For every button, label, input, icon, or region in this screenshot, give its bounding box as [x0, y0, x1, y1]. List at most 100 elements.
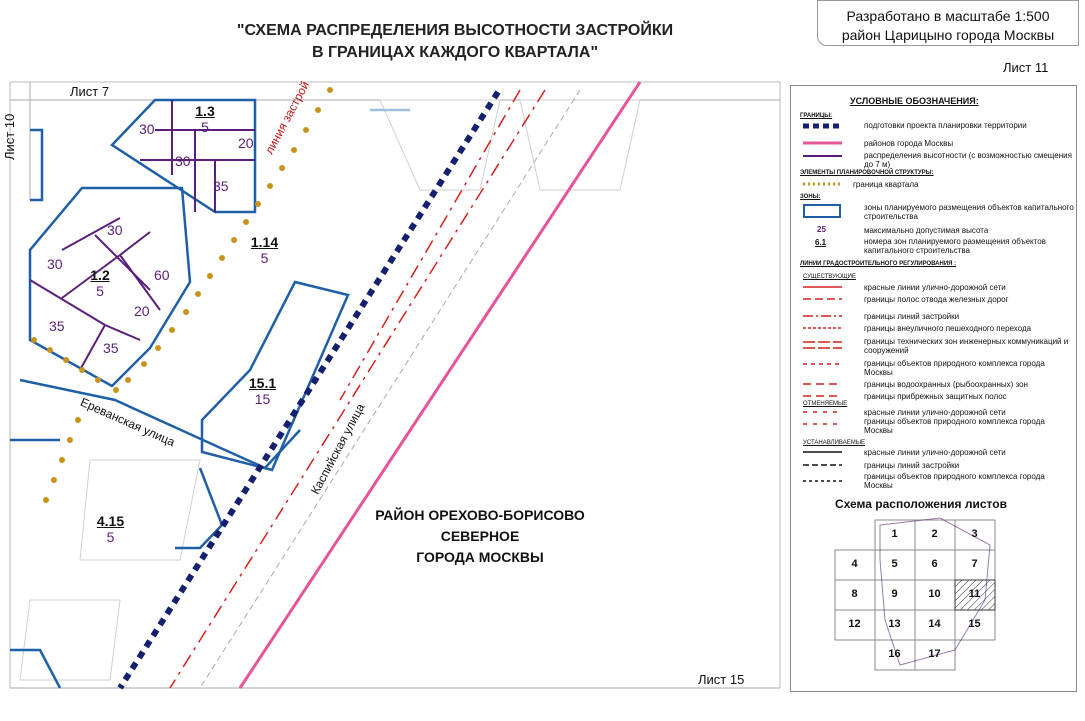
zone-left-fragment — [30, 128, 44, 202]
legend-item: границы водоохранных (рыбоохранных) зон — [864, 380, 1028, 389]
zone-height: 5 — [260, 250, 269, 266]
background-buildings — [19, 99, 641, 681]
zone-label-1-14: 1.14 5 — [242, 234, 287, 266]
zone-code: 4.15 — [96, 513, 125, 529]
sheet-cell[interactable]: 14 — [928, 618, 941, 630]
sheet-cell[interactable]: 7 — [971, 558, 978, 570]
height-value: 35 — [49, 318, 65, 334]
height-value: 30 — [139, 121, 155, 137]
zone-label-1-2: 1.2 5 — [80, 267, 120, 299]
current-sheet-hatch — [954, 579, 996, 611]
area-outline — [879, 517, 991, 666]
legend-item: граница квартала — [853, 180, 919, 189]
district-line-2: СЕВЕРНОЕ — [440, 528, 520, 544]
sheet-cell[interactable]: 3 — [971, 528, 978, 540]
sheet-cell-current[interactable]: 11 — [968, 588, 981, 600]
sheet-cell[interactable]: 12 — [848, 618, 861, 630]
height-value: 20 — [134, 303, 150, 319]
zone-boundaries — [10, 98, 410, 689]
erevanskaya-street-line — [19, 378, 301, 470]
legend-section-boundaries: ГРАНИЦЫ: — [800, 113, 833, 119]
legend-subsection-existing: СУЩЕСТВУЮЩИЕ — [803, 274, 856, 280]
height-value: 35 — [213, 178, 229, 194]
legend-item: границы внеуличного пешеходного перехода — [864, 324, 1032, 333]
railway-boundary-lines — [169, 89, 546, 689]
sheet-cell[interactable]: 15 — [968, 618, 981, 630]
legend-section-zones: ЗОНЫ: — [800, 194, 821, 200]
sheet-cell[interactable]: 6 — [931, 558, 938, 570]
sheet-cell[interactable]: 1 — [891, 528, 898, 540]
legend-title: УСЛОВНЫЕ ОБОЗНАЧЕНИЯ: — [850, 96, 979, 106]
sheet-cell[interactable]: 17 — [928, 648, 941, 660]
zone-label-4-15: 4.15 5 — [88, 513, 133, 545]
zone-label-1-3: 1.3 5 — [185, 103, 225, 135]
scale-line-2: район Царицыно города Москвы — [841, 27, 1055, 43]
title-line-1: "СХЕМА РАСПРЕДЕЛЕНИЯ ВЫСОТНОСТИ ЗАСТРОЙК… — [236, 22, 674, 39]
zone-code: 15.1 — [248, 375, 277, 391]
legend-subsection-cancelled: ОТМЕНЯЕМЫЕ — [803, 401, 848, 407]
sheet-cell[interactable]: 10 — [928, 588, 941, 600]
scale-box: Разработано в масштабе 1:500 район Цариц… — [817, 0, 1079, 46]
title-line-2: В ГРАНИЦАХ КАЖДОГО КВАРТАЛА" — [311, 44, 599, 61]
zone-4-15-right — [175, 467, 224, 550]
district-line-1: РАЙОН ОРЕХОВО-БОРИСОВО — [375, 507, 585, 523]
legend-item: красные линии улично-дорожной сети — [864, 283, 1006, 292]
zone-height: 5 — [96, 283, 104, 299]
legend-established-symbols — [803, 451, 842, 482]
sheet-label-bottom: Лист 15 — [698, 672, 745, 687]
legend-line-symbols — [803, 286, 842, 425]
legend-subsection-established: УСТАНАВЛИВАЕМЫЕ — [803, 440, 866, 446]
sheet-cell[interactable]: 4 — [851, 558, 858, 570]
zone-height: 5 — [201, 119, 209, 135]
height-distribution-lines — [29, 100, 255, 371]
height-value: 30 — [47, 256, 63, 272]
district-line-3: ГОРОДА МОСКВЫ — [416, 549, 544, 565]
quarter-boundary-dots — [31, 87, 333, 503]
sheet-cell[interactable]: 5 — [891, 558, 898, 570]
legend-item: распределения высотности (с возможностью… — [864, 151, 1072, 169]
legend-section-structure: ЭЛЕМЕНТЫ ПЛАНИРОВОЧНОЙ СТРУКТУРЫ: — [800, 170, 934, 176]
sheet-cell[interactable]: 8 — [851, 588, 858, 600]
sheet-cell[interactable]: 16 — [888, 648, 901, 660]
legend-item: номера зон планируемого размещения объек… — [864, 237, 1046, 255]
height-value: 20 — [238, 135, 254, 151]
legend-item: границы объектов природного комплекса го… — [864, 359, 1045, 377]
legend-item: красные линии улично-дорожной сети — [864, 448, 1006, 457]
legend-item: границы полос отвода железных дорог — [864, 295, 1009, 304]
legend-item: границы технических зон инженерных комму… — [864, 337, 1069, 355]
height-value: 60 — [154, 267, 170, 283]
zone-code: 1.14 — [250, 234, 279, 250]
legend-item: подготовки проекта планировки территории — [864, 121, 1027, 130]
zone-bottom-fragment — [10, 648, 62, 689]
legend-zone-symbol — [803, 204, 841, 218]
legend-item: максимально допустимая высота — [864, 226, 989, 235]
legend-panel — [790, 85, 1077, 692]
zone-1-3-boundary — [110, 98, 257, 214]
zone-height: 15 — [254, 391, 271, 407]
legend-item: границы линий застройки — [864, 312, 960, 321]
project-boundary-line — [117, 90, 501, 690]
legend-item: районов города Москвы — [864, 139, 954, 148]
legend-zone-code-sample: 6.1 — [815, 238, 827, 247]
height-value: 30 — [175, 153, 191, 169]
legend-section-lines: ЛИНИИ ГРАДОСТРОИТЕЛЬНОГО РЕГУЛИРОВАНИЯ : — [800, 261, 957, 267]
legend-item: границы объектов природного комплекса го… — [864, 472, 1045, 490]
scale-line-1: Разработано в масштабе 1:500 — [846, 8, 1050, 24]
height-value: 35 — [103, 340, 119, 356]
sheet-number: Лист 11 — [1003, 60, 1049, 75]
sheet-cell[interactable]: 2 — [931, 528, 938, 540]
legend-item: зоны планируемого размещения объектов ка… — [864, 203, 1074, 221]
zone-15-1-boundary — [200, 280, 350, 472]
legend-height-sample: 25 — [817, 225, 826, 234]
sheet-label-top: Лист 7 — [70, 84, 110, 99]
legend-item: красные линии улично-дорожной сети — [864, 408, 1006, 417]
zone-code: 1.2 — [90, 267, 110, 283]
legend-item: границы прибрежных защитных полос — [864, 392, 1007, 401]
legend-item: границы объектов природного комплекса го… — [864, 417, 1045, 435]
sheet-cell[interactable]: 13 — [888, 618, 901, 630]
height-value: 30 — [107, 222, 123, 238]
sheet-cell[interactable]: 9 — [891, 588, 898, 600]
document-title: "СХЕМА РАСПРЕДЕЛЕНИЯ ВЫСОТНОСТИ ЗАСТРОЙК… — [215, 20, 695, 64]
